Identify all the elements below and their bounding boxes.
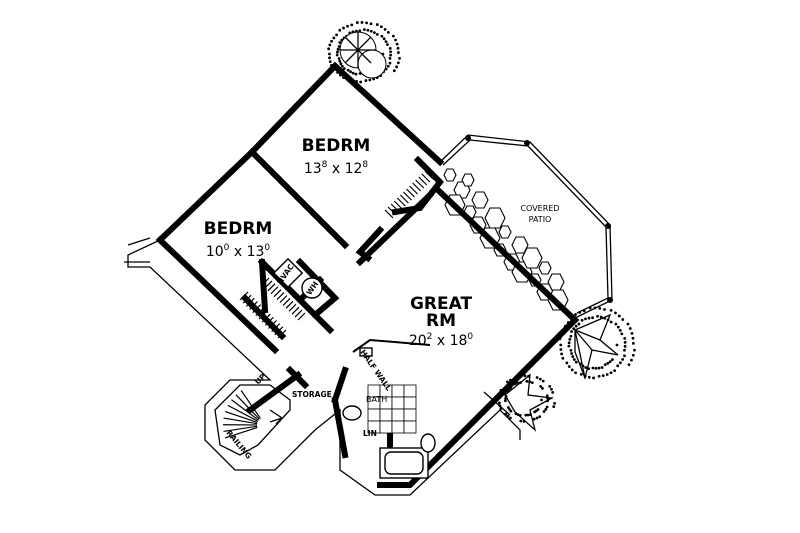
bedroom-left-name: BEDRM [204,219,273,239]
tree-top [327,21,401,84]
bedroom-left-dims: 100 x 130 [206,243,271,260]
linen-label: LIN [363,429,377,438]
storage-label: STORAGE [292,390,332,399]
patio-label-line2: PATIO [529,215,552,224]
foundation-lines [124,237,521,496]
exterior-walls [155,61,580,488]
tree-lower-right [497,373,557,432]
bath: BATH LIN HALF WALL [342,347,436,479]
bath-label: BATH [366,395,387,404]
mechanical-room: HVAC WH [272,257,323,299]
patio-label-line1: COVERED [520,204,559,213]
great-room-name-line1: GREAT [410,294,472,314]
bedroom-upper-name: BEDRM [302,136,371,156]
great-room-dims: 202 x 180 [409,332,474,349]
label-bedroom-left: BEDRM 100 x 130 [204,219,273,260]
stairway: UP RAILING STORAGE [214,372,332,461]
bedroom-upper-dims: 138 x 128 [304,160,369,177]
great-room-name-line2: RM [426,311,456,331]
stair-up-label: UP [253,372,268,387]
closet-shelving [239,167,437,339]
covered-patio: COVERED PATIO [439,134,613,319]
label-great-room: GREAT RM 202 x 180 [409,294,474,349]
label-bedroom-upper: BEDRM 138 x 128 [302,136,371,177]
